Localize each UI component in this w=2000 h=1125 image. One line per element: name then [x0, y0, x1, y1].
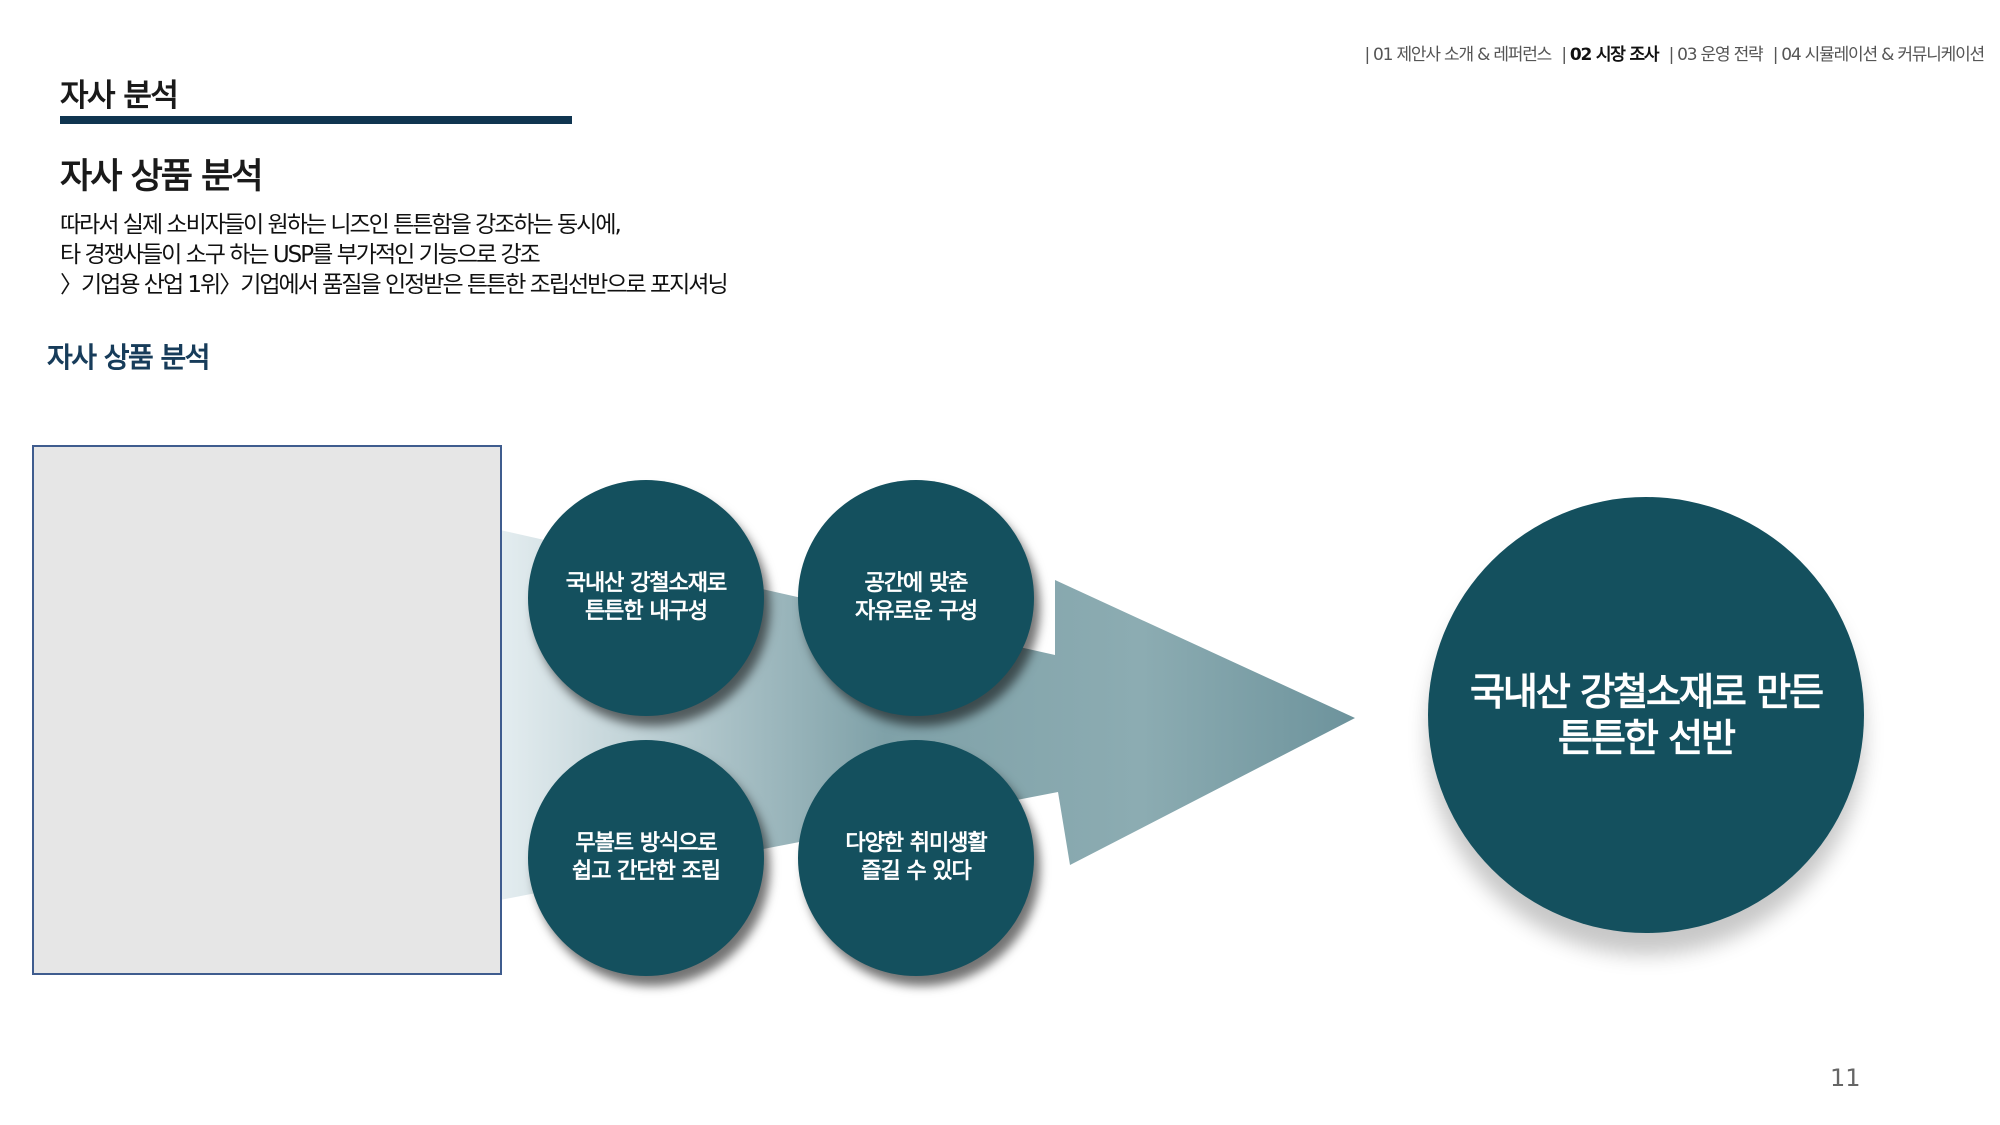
feature-label: 국내산 강철소재로 튼튼한 내구성: [565, 571, 728, 624]
feature-label: 다양한 취미생활 즐길 수 있다: [845, 831, 987, 884]
description-line: 〉기업용 산업 1위〉기업에서 품질을 인정받은 튼튼한 조립선반으로 포지셔닝: [60, 272, 729, 298]
diagram-subtitle: 자사 상품 분석: [47, 341, 211, 374]
nav-item-operation-strategy[interactable]: 03 운영 전략: [1677, 45, 1764, 65]
description: 따라서 실제 소비자들이 원하는 니즈인 튼튼함을 강조하는 동시에, 타 경쟁…: [60, 210, 729, 300]
nav-item-company-intro[interactable]: 01 제안사 소개 & 레퍼런스: [1373, 45, 1552, 65]
nav-item-market-research[interactable]: 02 시장 조사: [1569, 45, 1660, 65]
feature-circle-durability: 국내산 강철소재로 튼튼한 내구성: [528, 480, 764, 716]
description-line: 따라서 실제 소비자들이 원하는 니즈인 튼튼함을 강조하는 동시에,: [60, 212, 622, 238]
feature-circle-hobby: 다양한 취미생활 즐길 수 있다: [798, 740, 1034, 976]
page-number: 11: [1830, 1064, 1861, 1092]
section-title: 자사 분석: [60, 78, 179, 114]
description-line: 타 경쟁사들이 소구 하는 USP를 부가적인 기능으로 강조: [60, 242, 541, 268]
feature-circle-assembly: 무볼트 방식으로 쉽고 간단한 조립: [528, 740, 764, 976]
top-navigation: |01 제안사 소개 & 레퍼런스 |02 시장 조사 |03 운영 전략 |0…: [1364, 45, 1986, 65]
feature-label: 무볼트 방식으로 쉽고 간단한 조립: [572, 831, 721, 884]
nav-item-simulation-communication[interactable]: 04 시뮬레이션 & 커뮤니케이션: [1781, 45, 1985, 65]
result-circle: 국내산 강철소재로 만든 튼튼한 선반: [1428, 497, 1864, 933]
feature-label: 공간에 맞춘 자유로운 구성: [854, 571, 978, 624]
page-title: 자사 상품 분석: [60, 157, 264, 197]
feature-circle-configuration: 공간에 맞춘 자유로운 구성: [798, 480, 1034, 716]
result-label: 국내산 강철소재로 만든 튼튼한 선반: [1469, 670, 1824, 760]
section-divider: [60, 116, 572, 124]
product-image-placeholder: [32, 445, 502, 975]
